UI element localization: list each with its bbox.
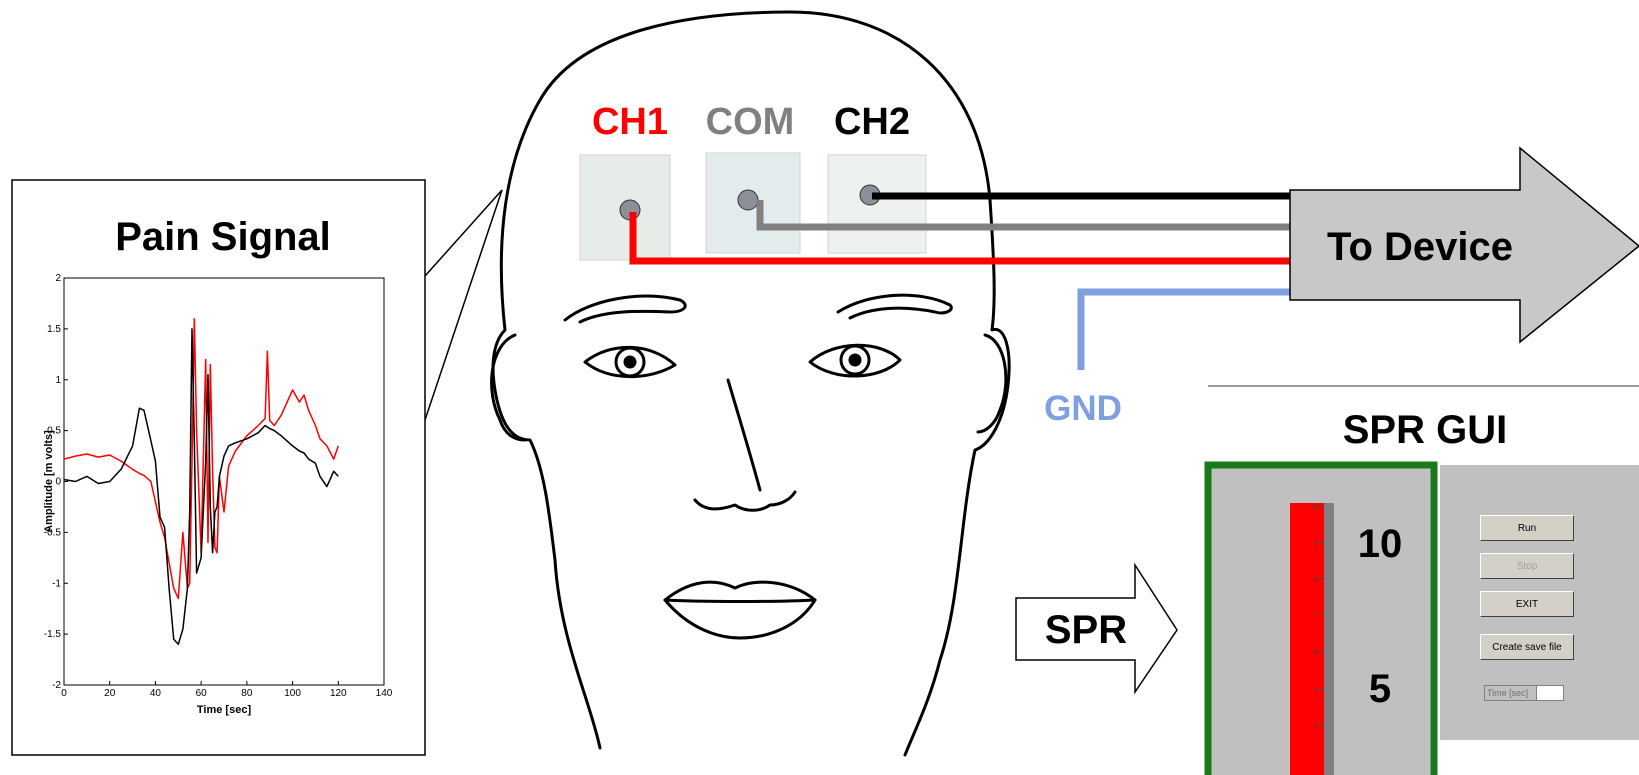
meter-tick-label: 5 <box>1314 687 1318 694</box>
to-device-label: To Device <box>1327 225 1513 269</box>
y-tick-label: -1 <box>52 578 61 589</box>
y-tick-label: 1 <box>55 375 61 386</box>
label-ch2: CH2 <box>834 101 910 143</box>
electrode-com-snap <box>738 190 758 210</box>
upper-lip <box>665 582 815 601</box>
label-gnd: GND <box>1044 389 1122 428</box>
y-tick-label: 2 <box>55 273 61 284</box>
x-tick-label: 100 <box>284 688 301 699</box>
lower-lip <box>665 600 815 638</box>
x-tick-label: 60 <box>196 688 208 699</box>
right-eyebrow <box>838 295 951 318</box>
meter-tick-label: 6 <box>1314 650 1318 657</box>
x-tick-label: 0 <box>61 688 67 699</box>
meter-tick-label: 9 <box>1314 541 1318 548</box>
meter-tick-label: 10 <box>1310 504 1318 511</box>
x-tick-label: 40 <box>150 688 162 699</box>
time-input[interactable] <box>1536 685 1564 701</box>
run-button[interactable]: Run <box>1480 515 1574 541</box>
meter-tick-label: 8 <box>1314 577 1318 584</box>
left-eyebrow <box>565 296 685 322</box>
spr-gui-title: SPR GUI <box>1343 408 1507 452</box>
electrode-ch2 <box>828 155 926 253</box>
exit-button[interactable]: EXIT <box>1480 591 1574 617</box>
spr-meter: 10 9 8 7 6 5 4 <box>1290 503 1334 775</box>
y-tick-label: 1.5 <box>47 324 61 335</box>
chart-title: Pain Signal <box>115 215 331 259</box>
left-pupil <box>625 357 635 367</box>
label-com: COM <box>706 101 795 143</box>
wire-gnd <box>1081 292 1290 370</box>
stop-button[interactable]: Stop <box>1480 553 1574 579</box>
meter-label-5: 5 <box>1369 667 1391 711</box>
x-tick-label: 140 <box>376 688 393 699</box>
left-ear <box>492 335 525 440</box>
y-tick-label: 0 <box>55 477 61 488</box>
plot-area <box>64 278 384 685</box>
y-tick-label: -2 <box>52 680 61 691</box>
nose <box>695 380 795 510</box>
create-save-file-button[interactable]: Create save file <box>1480 634 1574 660</box>
y-axis-label: Amplitude [m volts] <box>43 430 55 533</box>
meter-tick-label: 4 <box>1314 723 1318 730</box>
y-tick-label: -1.5 <box>44 629 62 640</box>
meter-bar <box>1290 503 1324 775</box>
meter-tick-label: 7 <box>1314 614 1318 621</box>
spr-arrow-label: SPR <box>1045 608 1127 652</box>
x-tick-label: 20 <box>104 688 116 699</box>
x-tick-label: 80 <box>241 688 253 699</box>
x-tick-label: 120 <box>330 688 347 699</box>
label-ch1: CH1 <box>592 101 668 143</box>
right-pupil <box>850 355 860 365</box>
x-axis-label: Time [sec] <box>197 704 252 716</box>
meter-label-10: 10 <box>1358 522 1403 566</box>
